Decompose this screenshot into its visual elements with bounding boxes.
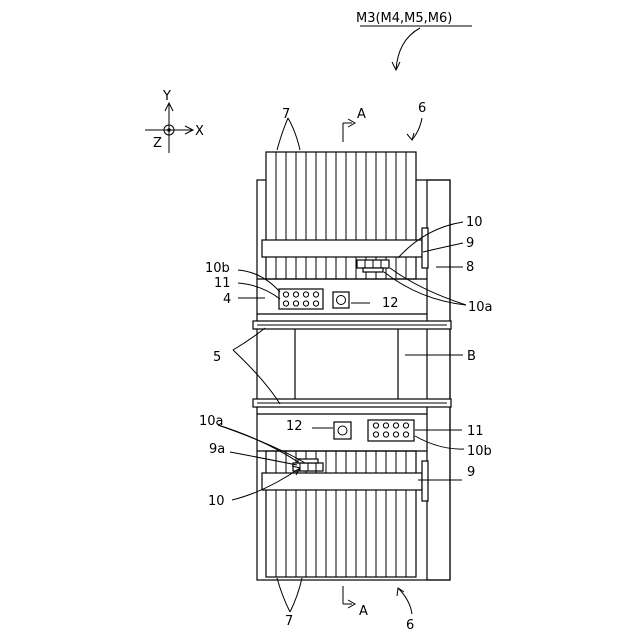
fin-block-top [266,152,416,279]
side-plate-8 [427,180,450,580]
axis-z-label: Z [153,136,162,151]
board-B [295,329,398,399]
plate-lower [257,414,427,451]
label-7-bottom: 7 [285,614,293,629]
axis-indicator: Y X Z [145,89,204,153]
label-11-top: 11 [214,276,231,291]
label-10-bottom: 10 [208,494,225,509]
label-5: 5 [213,350,221,365]
label-10a-bottom: 10a [199,414,224,429]
section-label-bottom: A [359,604,368,619]
label-10-top: 10 [466,215,483,230]
figure-title: M3(M4,M5,M6) [356,11,452,26]
axis-x-label: X [195,124,204,139]
fin-block-bottom [266,451,416,577]
sensor-12-top [333,292,349,308]
label-10a-top: 10a [468,300,493,315]
label-9-bottom: 9 [467,465,475,480]
section-label-top: A [357,107,366,122]
label-B: B [467,349,476,364]
section-marker-bottom: A [343,586,368,619]
label-8: 8 [466,260,474,275]
label-12-bottom: 12 [286,419,303,434]
section-marker-top: A [343,107,366,142]
label-10b-bottom: 10b [467,444,492,459]
label-12-top: 12 [382,296,399,311]
label-11-bottom: 11 [467,424,484,439]
label-6-bottom: 6 [406,618,414,633]
label-9-top: 9 [466,236,474,251]
sensor-12-bottom [334,422,351,439]
label-6-top: 6 [418,101,426,116]
axis-y-label: Y [162,89,171,104]
label-4: 4 [223,292,231,307]
label-10b-top: 10b [205,261,230,276]
label-9a: 9a [209,442,225,457]
label-7-top: 7 [282,107,290,122]
rails-5 [253,321,451,407]
